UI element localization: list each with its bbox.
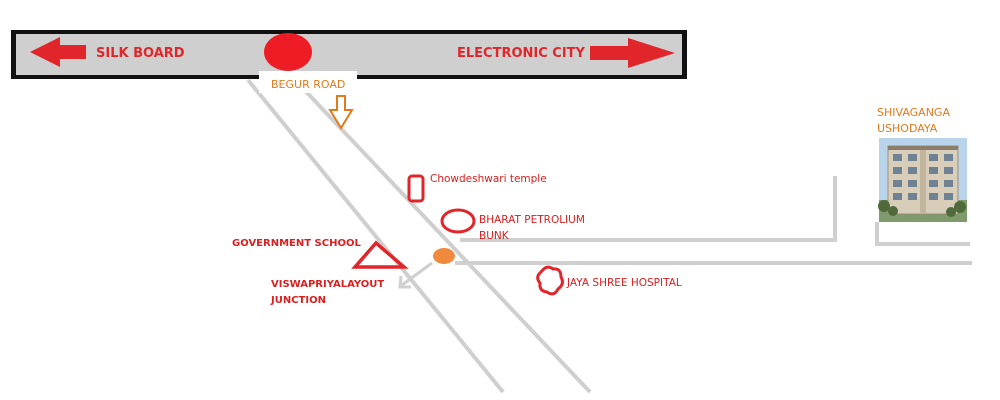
junction-dot bbox=[433, 248, 455, 264]
destination-label-line1: SHIVAGANGA bbox=[877, 106, 950, 119]
temple-label: Chowdeshwari temple bbox=[430, 173, 547, 185]
temple-marker bbox=[407, 174, 425, 203]
begur-road bbox=[246, 78, 592, 394]
hospital-label: JAYA SHREE HOSPITAL bbox=[566, 277, 682, 289]
junction-label-line2: JUNCTION bbox=[270, 295, 326, 306]
arrow-down-icon bbox=[328, 95, 354, 130]
side-road-lower bbox=[455, 222, 972, 265]
school-label: GOVERNMENT SCHOOL bbox=[232, 238, 361, 249]
left-turn-arrow-icon bbox=[398, 261, 433, 289]
destination-label-line2: USHODAYA bbox=[877, 122, 938, 135]
silk-board-label: SILK BOARD bbox=[96, 46, 185, 61]
junction-label-line1: VISWAPRIYALAYOUT bbox=[271, 279, 384, 290]
begur-road-label: BEGUR ROAD bbox=[271, 78, 345, 91]
arrow-right-icon bbox=[590, 38, 675, 68]
school-marker bbox=[351, 240, 409, 269]
highway-bar bbox=[11, 30, 687, 79]
side-road-upper bbox=[460, 176, 837, 242]
arrow-left-icon bbox=[30, 37, 86, 67]
petrol-bunk-label-line1: BHARAT PETROLIUM bbox=[479, 214, 585, 226]
petrol-bunk-marker bbox=[440, 208, 476, 234]
apartment-building-icon bbox=[878, 138, 967, 222]
petrol-bunk-label-line2: BUNK bbox=[479, 230, 510, 242]
begur-junction-marker bbox=[264, 33, 312, 71]
electronic-city-label: ELECTRONIC CITY bbox=[457, 46, 586, 61]
hospital-marker bbox=[536, 265, 564, 296]
